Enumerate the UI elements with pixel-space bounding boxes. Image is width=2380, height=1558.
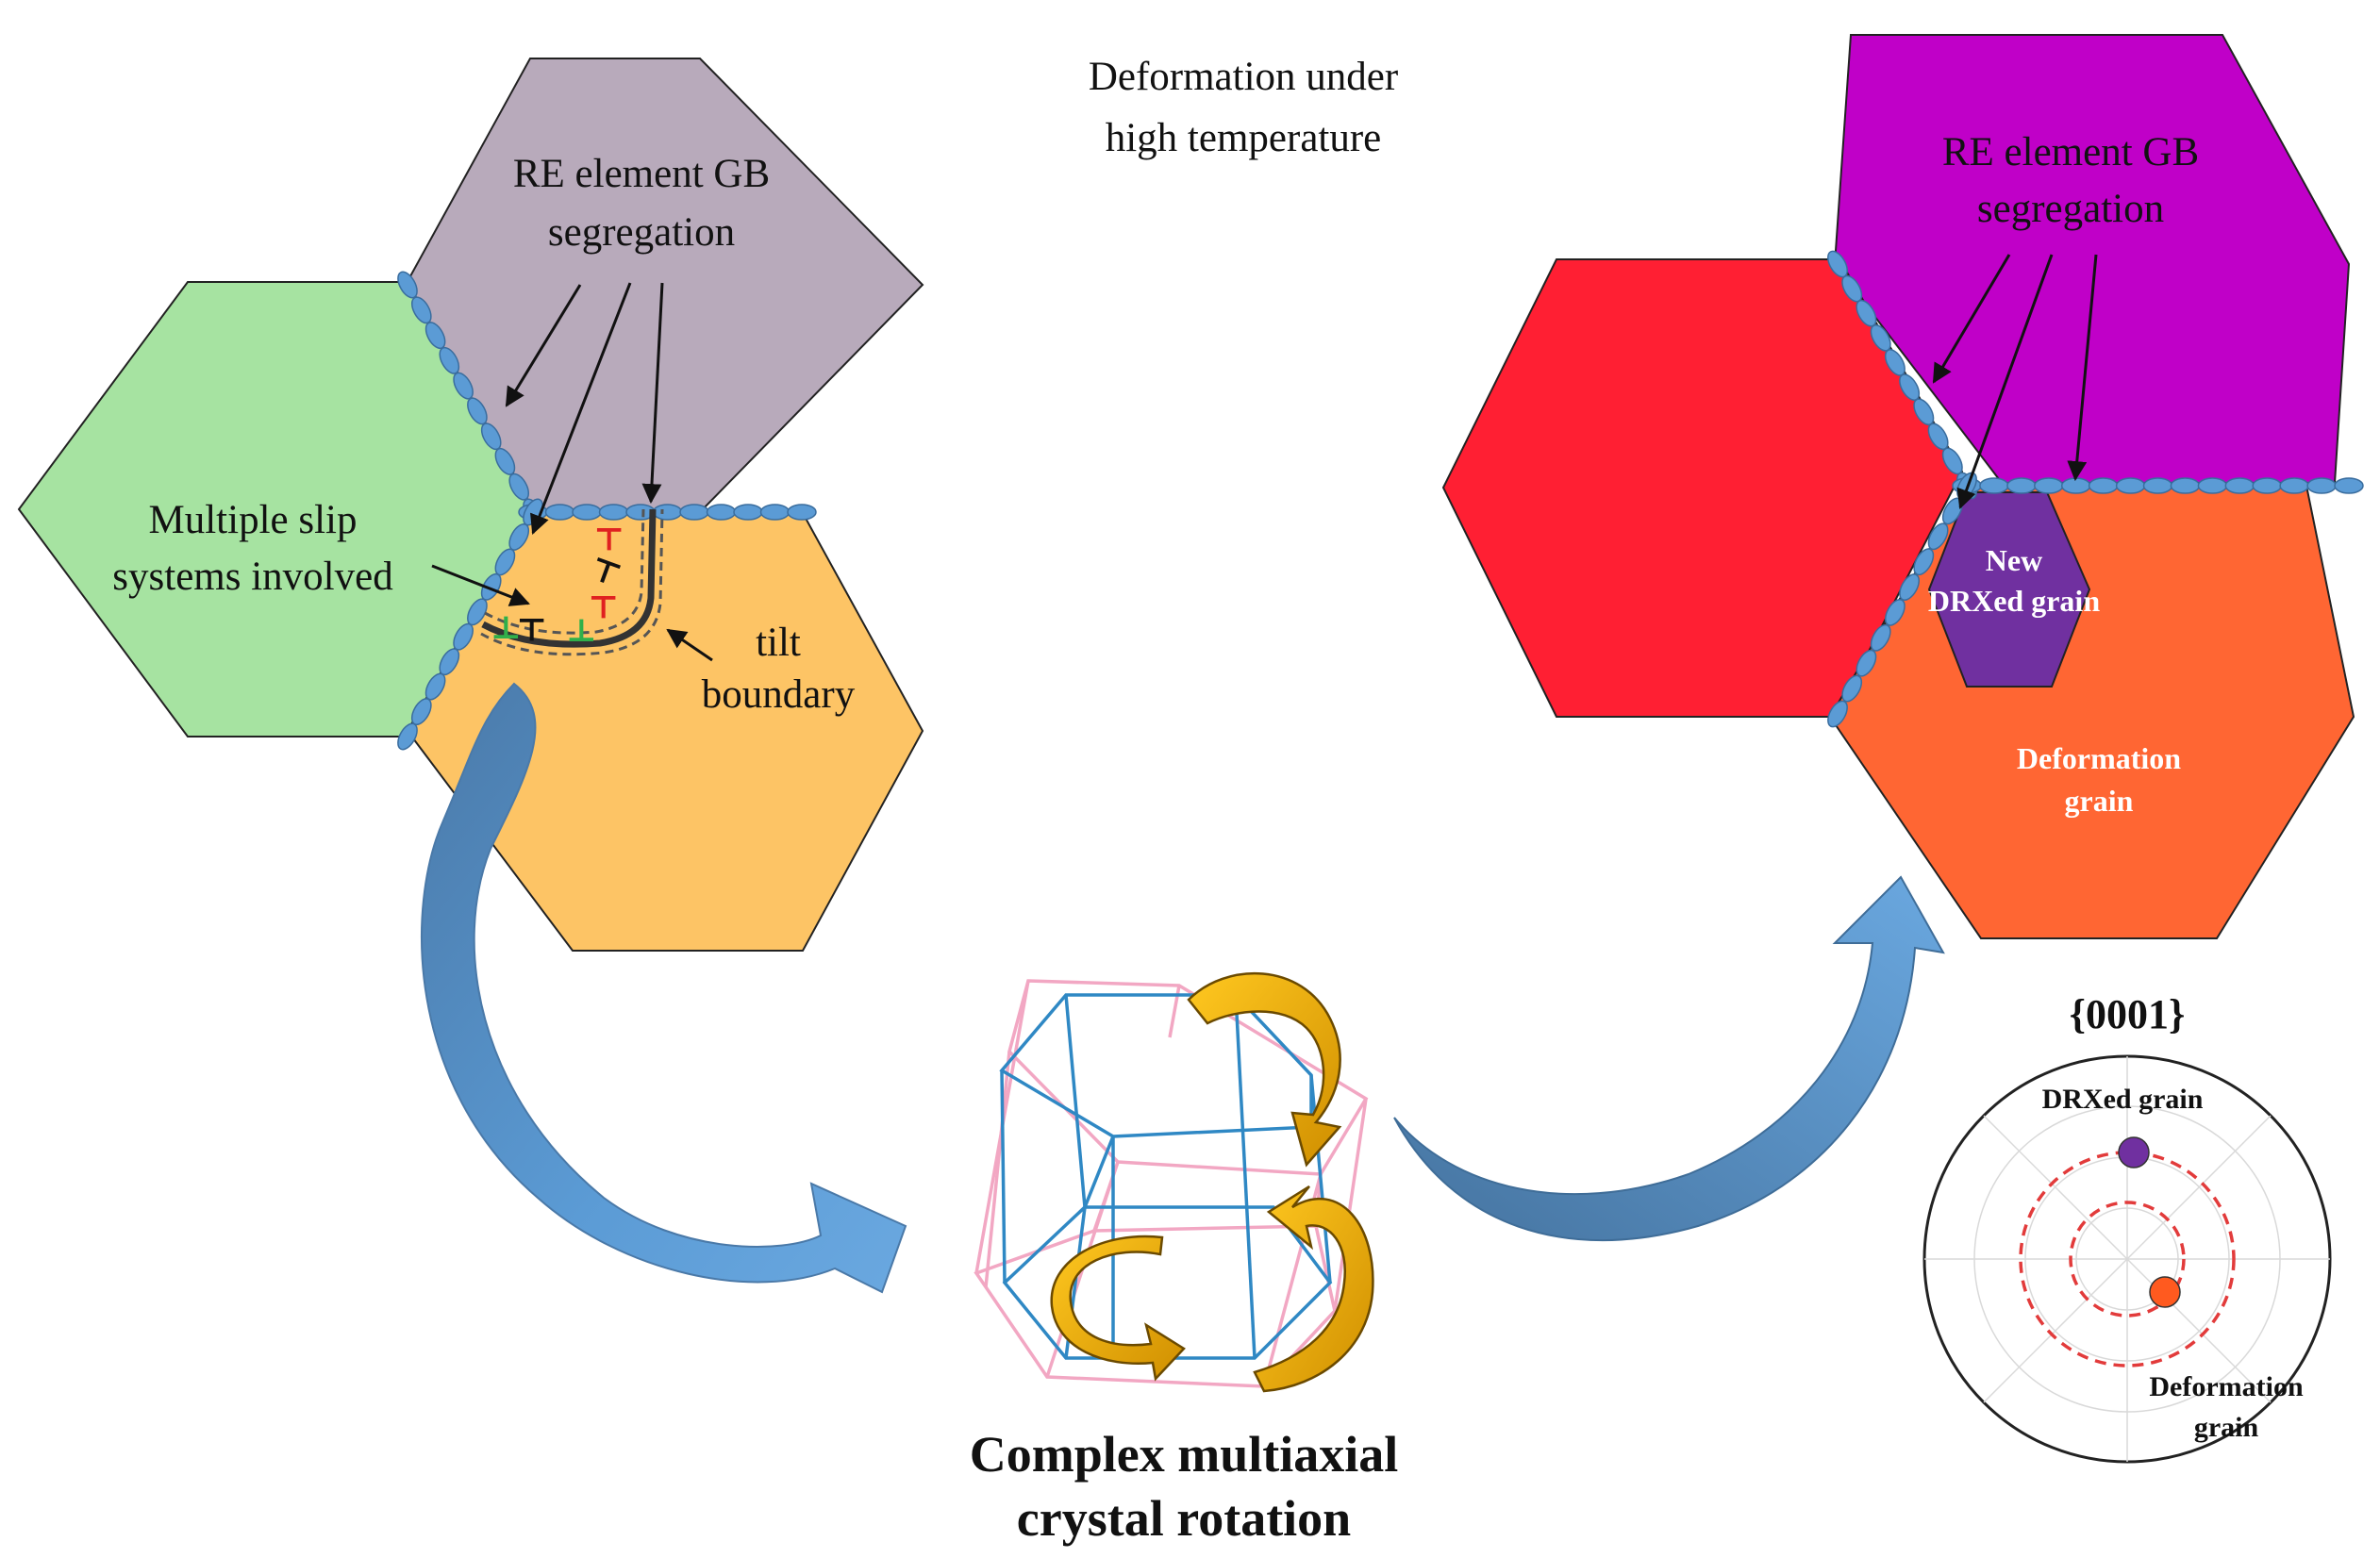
dislocation-red-2: ⊥ bbox=[593, 521, 624, 555]
right-gb-bead bbox=[2170, 477, 2201, 494]
flow-arrow-left bbox=[421, 682, 907, 1294]
left-gb-segregation-beads bbox=[397, 271, 817, 751]
right-gb-bead bbox=[1979, 477, 2009, 494]
right-gb-bead bbox=[2197, 477, 2228, 494]
right-gb-bead bbox=[2034, 477, 2064, 494]
rotation-arrow-left bbox=[1050, 1235, 1186, 1382]
left-panel: ⊥ ⊥ ⊥ ⊥ ⊥ ⊥ RE element GB segregation Mu… bbox=[17, 58, 924, 952]
right-gb-bead bbox=[2142, 477, 2173, 494]
right-gb-bead bbox=[2060, 477, 2091, 494]
arrow-to-tilt bbox=[666, 628, 713, 662]
rotation-arrow-top bbox=[1187, 971, 1342, 1168]
left-segregation-label-line1: RE element GB bbox=[513, 152, 770, 196]
right-gb-bead bbox=[1856, 649, 1877, 677]
deformation-grain-label-line1: Deformation bbox=[2017, 741, 2181, 775]
rotation-arrow-right bbox=[1253, 1185, 1374, 1393]
left-gb-bead bbox=[787, 504, 817, 521]
title-line2: high temperature bbox=[1106, 116, 1382, 160]
pole-figure-title: {0001} bbox=[2070, 991, 2186, 1037]
left-gb-bead bbox=[572, 504, 602, 521]
right-gb-bead bbox=[2252, 477, 2282, 494]
right-gb-bead bbox=[2279, 477, 2309, 494]
left-gb-bead bbox=[544, 504, 575, 521]
right-gb-bead bbox=[2006, 477, 2037, 494]
dislocation-green-2: ⊥ bbox=[566, 614, 597, 649]
right-gb-bead bbox=[1870, 623, 1891, 652]
dislocation-black-1: ⊥ bbox=[516, 611, 547, 646]
pole-figure: {0001} DRXed grain Deformation grain bbox=[1922, 991, 2332, 1464]
right-arrow-to-gb-1 bbox=[1932, 254, 2011, 384]
deformation-grain-pole bbox=[2149, 1276, 2181, 1308]
deformation-grain-label-line2: grain bbox=[2065, 784, 2134, 818]
pole-figure-grid bbox=[1924, 1056, 2330, 1462]
tilt-boundary bbox=[480, 508, 664, 656]
right-segregation-label-line1: RE element GB bbox=[1942, 130, 2199, 174]
right-gb-bead bbox=[1899, 573, 1921, 601]
tilt-label-line1: tilt bbox=[756, 621, 801, 665]
left-pointer-arrows bbox=[431, 282, 713, 662]
flow-arrow-right bbox=[1393, 875, 1945, 1242]
right-arrow-to-gb-2 bbox=[1956, 254, 2054, 509]
right-gb-bead bbox=[1827, 700, 1848, 728]
deformation-pole-label-line1: Deformation bbox=[2149, 1371, 2304, 1402]
right-gb-bead bbox=[2088, 477, 2119, 494]
rotation-label-line1: Complex multiaxial bbox=[970, 1426, 1399, 1483]
deformation-pole-label-line2: grain bbox=[2194, 1412, 2259, 1443]
arrow-to-gb-1 bbox=[505, 284, 582, 407]
slip-label-line1: Multiple slip bbox=[149, 498, 358, 542]
title-line1: Deformation under bbox=[1089, 55, 1398, 99]
right-gb-bead bbox=[1841, 674, 1863, 703]
new-grain-label-line2: DRXed grain bbox=[1928, 584, 2100, 618]
dislocation-green-1: ⊥ bbox=[491, 611, 522, 646]
left-segregation-label-line2: segregation bbox=[548, 210, 735, 255]
pink-prism bbox=[974, 979, 1369, 1388]
right-gb-bead bbox=[1913, 548, 1935, 576]
right-gb-bead bbox=[1884, 599, 1906, 626]
dislocation-red-1: ⊥ bbox=[588, 588, 619, 623]
right-pointer-arrows bbox=[1932, 254, 2098, 509]
rotation-arrows bbox=[1050, 971, 1374, 1393]
rotation-label-line2: crystal rotation bbox=[1017, 1490, 1351, 1547]
tilt-label-line2: boundary bbox=[702, 672, 856, 717]
pole-figure-ring-inner bbox=[2069, 1201, 2186, 1318]
right-gb-bead bbox=[2224, 477, 2255, 494]
left-gb-bead bbox=[759, 504, 791, 521]
slip-label-line2: systems involved bbox=[112, 555, 392, 599]
right-arrow-to-gb-3 bbox=[2067, 254, 2098, 482]
left-gb-bead bbox=[733, 504, 763, 521]
left-gb-bead bbox=[598, 504, 629, 521]
right-gb-bead bbox=[2306, 477, 2337, 494]
new-grain-label-line1: New bbox=[1986, 543, 2042, 577]
drxed-grain-pole bbox=[2118, 1136, 2150, 1168]
blue-prism bbox=[999, 993, 1333, 1360]
crystal-wireframe bbox=[974, 971, 1374, 1393]
right-gb-segregation-beads bbox=[1827, 250, 2364, 728]
left-gb-bead bbox=[679, 504, 709, 521]
arrow-to-slip bbox=[431, 564, 530, 606]
right-gb-bead bbox=[1927, 522, 1949, 551]
right-panel: RE element GB segregation New DRXed grai… bbox=[1441, 34, 2364, 939]
right-gb-bead bbox=[2334, 477, 2364, 494]
right-segregation-label-line2: segregation bbox=[1977, 187, 2164, 231]
right-gb-bead bbox=[2115, 477, 2146, 494]
left-gb-bead bbox=[397, 722, 418, 751]
drxed-grain-pole-label: DRXed grain bbox=[2042, 1084, 2204, 1115]
arrow-to-gb-2 bbox=[530, 282, 632, 535]
left-gb-bead bbox=[706, 504, 737, 521]
left-gb-bead bbox=[652, 504, 683, 521]
arrow-to-gb-3 bbox=[641, 282, 664, 505]
